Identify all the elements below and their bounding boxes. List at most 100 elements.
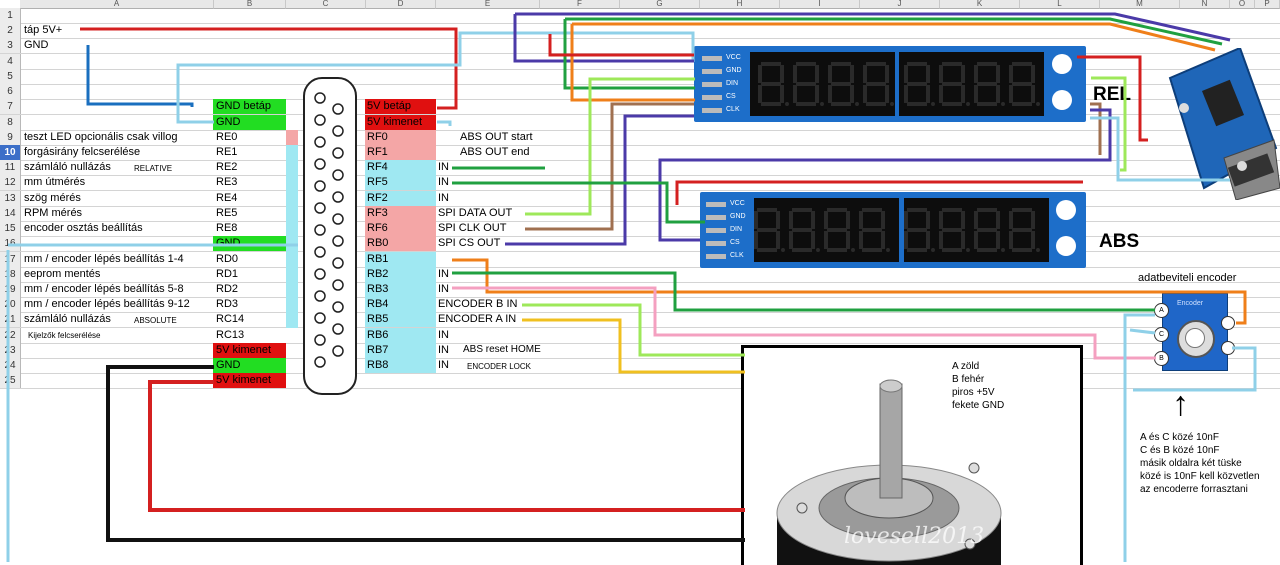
row-number[interactable]: 23 bbox=[0, 342, 21, 358]
row-number[interactable]: 11 bbox=[0, 160, 21, 176]
cell-e[interactable]: IN bbox=[438, 176, 449, 189]
row-number[interactable]: 14 bbox=[0, 205, 21, 221]
cell-d[interactable]: RF6 bbox=[367, 222, 388, 235]
cell-a[interactable]: mm / encoder lépés beállítás 9-12 bbox=[24, 298, 190, 311]
cell-d[interactable]: RF3 bbox=[367, 206, 388, 219]
cell-e[interactable]: IN bbox=[438, 282, 449, 295]
display-pin-label: DIN bbox=[726, 80, 739, 87]
cell-a[interactable]: GND bbox=[24, 39, 49, 52]
column-header-h[interactable]: H bbox=[700, 0, 780, 9]
row-number[interactable]: 6 bbox=[0, 84, 21, 100]
note-line: fekete GND bbox=[952, 400, 1005, 411]
cell-b[interactable]: 5V kimenet bbox=[216, 343, 272, 356]
column-header-k[interactable]: K bbox=[940, 0, 1020, 9]
row-number[interactable]: 13 bbox=[0, 190, 21, 206]
cell-a[interactable]: táp 5V+ bbox=[24, 24, 63, 37]
cell-a[interactable]: encoder osztás beállítás bbox=[24, 222, 143, 235]
row-number[interactable]: 22 bbox=[0, 327, 21, 343]
row-number[interactable]: 25 bbox=[0, 373, 21, 389]
cell-e[interactable]: IN bbox=[438, 343, 449, 356]
row-number[interactable]: 10 bbox=[0, 144, 21, 160]
cell-b[interactable]: RE3 bbox=[216, 176, 238, 189]
cell-e[interactable]: IN bbox=[438, 267, 449, 280]
column-header-o[interactable]: O bbox=[1230, 0, 1255, 9]
row-number[interactable]: 21 bbox=[0, 312, 21, 328]
cell-d[interactable]: RB5 bbox=[367, 313, 389, 326]
column-header-i[interactable]: I bbox=[780, 0, 860, 9]
cell-e[interactable]: IN bbox=[438, 191, 449, 204]
row-number[interactable]: 24 bbox=[0, 358, 21, 374]
cell-d[interactable]: RF0 bbox=[367, 130, 388, 143]
column-header-m[interactable]: M bbox=[1100, 0, 1180, 9]
cell-e[interactable]: IN bbox=[438, 328, 449, 341]
row-number[interactable]: 3 bbox=[0, 38, 21, 54]
cell-e[interactable]: IN bbox=[438, 161, 449, 174]
row-number[interactable]: 9 bbox=[0, 129, 21, 145]
small-label-kijelzok: Kijelzők felcserélése bbox=[28, 330, 101, 340]
cell-a[interactable]: RPM mérés bbox=[24, 206, 83, 219]
cell-d[interactable]: RB6 bbox=[367, 328, 389, 341]
cell-a[interactable]: mm útmérés bbox=[24, 176, 86, 189]
row-number[interactable]: 20 bbox=[0, 297, 21, 313]
row-number[interactable]: 8 bbox=[0, 114, 21, 130]
row-number[interactable]: 4 bbox=[0, 53, 21, 69]
cell-d[interactable]: RB3 bbox=[367, 282, 389, 295]
column-header-d[interactable]: D bbox=[366, 0, 436, 9]
cell-d[interactable]: RB2 bbox=[367, 267, 389, 280]
column-header-b[interactable]: B bbox=[214, 0, 286, 9]
row-number[interactable]: 1 bbox=[0, 8, 21, 23]
cell-a[interactable]: teszt LED opcionális csak villog bbox=[24, 130, 178, 143]
cell-a[interactable]: eeprom mentés bbox=[24, 267, 101, 280]
column-header-f[interactable]: F bbox=[540, 0, 620, 9]
encoder-pin-b: B bbox=[1154, 351, 1169, 366]
row-number[interactable]: 15 bbox=[0, 221, 21, 237]
cell-e[interactable]: SPI CS OUT bbox=[438, 237, 501, 250]
row-number[interactable]: 7 bbox=[0, 99, 21, 115]
cell-e[interactable]: SPI CLK OUT bbox=[438, 222, 507, 235]
cell-b[interactable]: RD1 bbox=[216, 267, 239, 280]
cell-d[interactable]: RB1 bbox=[367, 252, 389, 265]
cell-b[interactable]: RD0 bbox=[216, 252, 239, 265]
cell-d[interactable]: RF5 bbox=[367, 176, 388, 189]
cell-b[interactable]: RD3 bbox=[216, 298, 239, 311]
column-header-a[interactable]: A bbox=[20, 0, 214, 9]
cell-b[interactable]: RE8 bbox=[216, 222, 238, 235]
cell-d[interactable]: RB0 bbox=[367, 237, 389, 250]
column-header-j[interactable]: J bbox=[860, 0, 940, 9]
cell-b[interactable]: RE4 bbox=[216, 191, 238, 204]
cell-d[interactable]: RF2 bbox=[367, 191, 388, 204]
cell-b[interactable]: RC13 bbox=[216, 328, 245, 341]
note-line: C és B közé 10nF bbox=[1140, 445, 1220, 456]
row-number[interactable]: 17 bbox=[0, 251, 21, 267]
cell-b[interactable]: RD2 bbox=[216, 282, 239, 295]
cell-a[interactable]: számláló nullázás bbox=[24, 313, 111, 326]
input-encoder-module: Encoder bbox=[1162, 293, 1228, 371]
cell-a[interactable]: forgásirány felcserélése bbox=[24, 145, 141, 158]
cell-b[interactable]: RE0 bbox=[216, 130, 238, 143]
column-header-l[interactable]: L bbox=[1020, 0, 1100, 9]
cell-a[interactable]: mm / encoder lépés beállítás 5-8 bbox=[24, 282, 184, 295]
cell-d[interactable]: RF1 bbox=[367, 145, 388, 158]
cell-d[interactable]: RB4 bbox=[367, 298, 389, 311]
cell-d[interactable]: RF4 bbox=[367, 161, 388, 174]
column-header-n[interactable]: N bbox=[1180, 0, 1230, 9]
cell-a[interactable]: számláló nullázás bbox=[24, 161, 111, 174]
column-header-g[interactable]: G bbox=[620, 0, 700, 9]
row-number[interactable]: 18 bbox=[0, 266, 21, 282]
note-line: közé is 10nF kell közvetlen bbox=[1140, 471, 1260, 482]
cell-b[interactable]: RE1 bbox=[216, 145, 238, 158]
row-number[interactable]: 5 bbox=[0, 68, 21, 84]
cell-a[interactable]: mm / encoder lépés beállítás 1-4 bbox=[24, 252, 184, 265]
row-number[interactable]: 12 bbox=[0, 175, 21, 191]
cell-a[interactable]: szög mérés bbox=[24, 191, 81, 204]
cell-d[interactable]: RB7 bbox=[367, 343, 389, 356]
display-pin-label: GND bbox=[726, 67, 742, 74]
column-header-e[interactable]: E bbox=[436, 0, 540, 9]
cell-b[interactable]: RE2 bbox=[216, 161, 238, 174]
column-header-c[interactable]: C bbox=[286, 0, 366, 9]
cell-b[interactable]: RC14 bbox=[216, 313, 245, 326]
row-number[interactable]: 19 bbox=[0, 281, 21, 297]
row-number[interactable]: 2 bbox=[0, 23, 21, 39]
cell-b[interactable]: RE5 bbox=[216, 206, 238, 219]
